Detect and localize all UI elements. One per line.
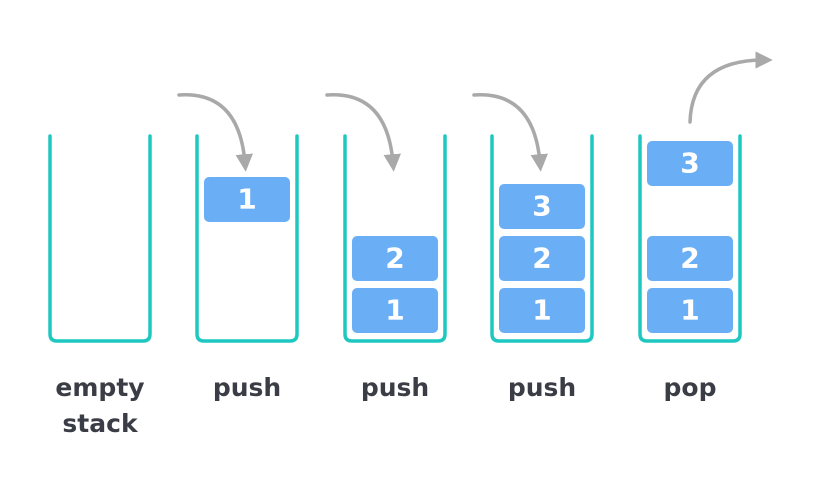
stack-caption: push (361, 373, 429, 402)
stack-item-label: 1 (680, 294, 699, 327)
stack-item-box (647, 236, 733, 281)
stack-item: 1 (204, 177, 290, 222)
stack-item-label: 2 (680, 242, 699, 275)
stack-item: 2 (647, 236, 733, 281)
stack-item-box (352, 288, 438, 333)
stack-caption: push (508, 373, 576, 402)
stack-item-label: 2 (532, 242, 551, 275)
stack-item-box (499, 236, 585, 281)
stack-item-box (499, 184, 585, 229)
push-arrow (472, 93, 548, 172)
stack-item: 2 (499, 236, 585, 281)
stack-caption: pop (664, 373, 717, 402)
stack-item-box (647, 141, 733, 186)
stack-item-box (647, 288, 733, 333)
stack-item-box (352, 236, 438, 281)
stack-item-label: 1 (385, 294, 404, 327)
stack-caption: stack (62, 409, 139, 438)
stack-item-label: 2 (385, 242, 404, 275)
stack-container (343, 134, 447, 343)
stack-group: empty stack (48, 134, 152, 438)
stack-item-label: 3 (680, 147, 699, 180)
stack-group: 3 2 1 push (472, 93, 594, 402)
stack-item: 1 (647, 288, 733, 333)
stack-container (490, 134, 594, 343)
stack-item: 1 (499, 288, 585, 333)
stack-group: 2 1 push (325, 93, 447, 402)
stack-container (638, 134, 742, 343)
stack-group: 3 2 1 pop (638, 51, 773, 402)
push-arrow (325, 93, 401, 172)
stack-item-box (204, 177, 290, 222)
stack-item: 3 (499, 184, 585, 229)
stack-group: 1 push (177, 93, 299, 402)
stack-container (48, 134, 152, 343)
stack-item-box (499, 288, 585, 333)
stack-item: 2 (352, 236, 438, 281)
stack-caption: push (213, 373, 281, 402)
stack-container (195, 134, 299, 343)
stack-item-label: 1 (237, 183, 256, 216)
stack-item-label: 1 (532, 294, 551, 327)
stack-item: 3 (647, 141, 733, 186)
pop-arrow (688, 51, 773, 124)
stack-item: 1 (352, 288, 438, 333)
stack-item-label: 3 (532, 190, 551, 223)
push-arrow (177, 93, 253, 172)
stack-caption: empty (55, 373, 144, 402)
